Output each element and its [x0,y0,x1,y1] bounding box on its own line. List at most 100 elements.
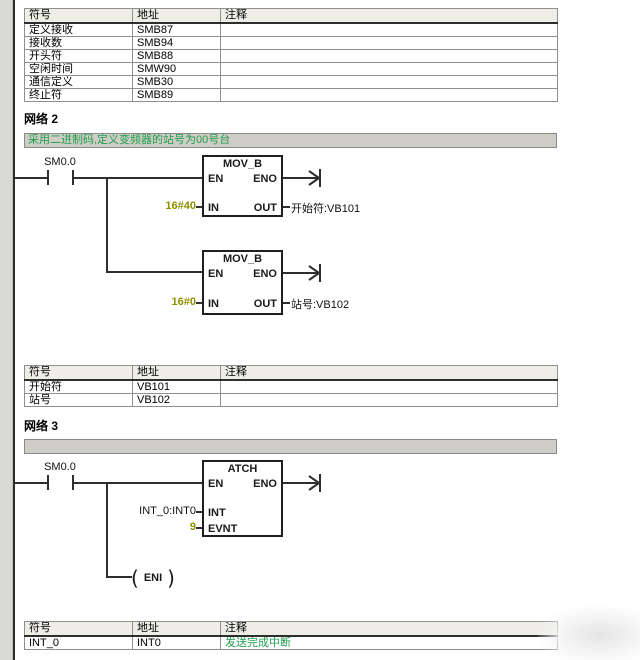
table-row: 终止符 SMB89 [24,87,558,102]
header-symbol[interactable]: 符号 [24,8,133,24]
symbol-table-3: 符号 地址 注释 INT_0 INT0 发送完成中断 [24,621,558,650]
symbol-cell[interactable]: 接收数 [24,35,133,50]
symbol-table-1: 符号 地址 注释 定义接收 SMB87 接收数 SMB94 开头符 SMB88 … [24,8,558,102]
comment-cell[interactable] [220,392,558,407]
address-cell[interactable]: SMB88 [132,48,221,63]
out-operand[interactable]: 开始符:VB101 [291,203,361,215]
int-operand[interactable]: INT_0:INT0 [139,505,196,517]
symbol-cell[interactable]: 通信定义 [24,74,133,89]
comment-cell[interactable] [220,48,558,63]
evnt-operand[interactable]: 9 [189,521,196,533]
eni-coil[interactable]: ( ENI ) [131,568,175,588]
header-address[interactable]: 地址 [132,8,221,24]
symbol-cell[interactable]: 定义接收 [24,22,133,37]
header-address[interactable]: 地址 [132,621,221,637]
contact-operand-label[interactable]: SM0.0 [44,156,76,168]
table-header-row: 符号 地址 注释 [24,365,558,381]
pin-int: INT [208,507,226,519]
contact-bar[interactable] [47,170,49,185]
in-operand[interactable]: 16#0 [171,296,196,308]
block-title: ATCH [227,463,258,475]
contact-bar[interactable] [72,475,74,490]
network-3-comment-bar[interactable] [24,439,557,454]
symbol-cell[interactable]: 终止符 [24,87,133,102]
out-operand[interactable]: 站号:VB102 [291,299,350,311]
network-3-title[interactable]: 网络 3 [24,419,59,433]
contact-bar[interactable] [47,475,49,490]
operand-connector [196,527,202,529]
branch-line [106,576,132,578]
pin-out: OUT [253,298,277,310]
branch-line [106,271,202,273]
comment-cell[interactable] [220,35,558,50]
block-title: MOV_B [222,158,263,170]
comment-cell[interactable] [220,22,558,37]
address-cell[interactable]: SMB94 [132,35,221,50]
rung-continuation-arrow-icon [283,474,321,492]
contact-operand-label[interactable]: SM0.0 [44,461,76,473]
pin-in: IN [208,202,219,214]
branch-line [106,482,108,578]
table-row: 接收数 SMB94 [24,35,558,50]
table-row: 通信定义 SMB30 [24,74,558,89]
address-cell[interactable]: SMB87 [132,22,221,37]
comment-cell[interactable] [220,87,558,102]
rung-line [14,482,47,484]
atch-block[interactable]: ATCH EN ENO INT EVNT [202,460,283,537]
pin-eno: ENO [253,268,277,280]
mov-b-block-2[interactable]: MOV_B EN ENO IN OUT [202,250,283,315]
operand-connector [283,302,290,304]
pin-en: EN [208,173,224,185]
in-operand[interactable]: 16#40 [165,200,196,212]
operand-connector [196,206,202,208]
comment-cell[interactable] [220,379,558,394]
symbol-cell[interactable]: INT_0 [24,635,133,650]
rung-line [74,482,202,484]
coil-left-paren: ( [131,566,139,590]
network-2-comment-bar[interactable]: 采用二进制码,定义变频器的站号为00号台 [24,133,557,148]
header-comment[interactable]: 注释 [220,365,558,381]
left-gutter [0,0,13,660]
rung-continuation-arrow-icon [283,169,321,187]
comment-cell[interactable] [220,61,558,76]
mov-b-block-1[interactable]: MOV_B EN ENO IN OUT [202,155,283,217]
table-row: 开始符 VB101 [24,379,558,394]
contact-bar[interactable] [72,170,74,185]
pin-en: EN [208,478,224,490]
header-comment[interactable]: 注释 [220,8,558,24]
address-cell[interactable]: SMB30 [132,74,221,89]
coil-right-paren: ) [167,566,175,590]
rung-line [14,177,47,179]
pin-en: EN [208,268,224,280]
header-symbol[interactable]: 符号 [24,621,133,637]
table-header-row: 符号 地址 注释 [24,621,558,637]
symbol-cell[interactable]: 开始符 [24,379,133,394]
table-row: 空闲时间 SMW90 [24,61,558,76]
branch-line [106,177,108,273]
address-cell[interactable]: VB102 [132,392,221,407]
address-cell[interactable]: SMB89 [132,87,221,102]
pin-in: IN [208,298,219,310]
symbol-cell[interactable]: 空闲时间 [24,61,133,76]
operand-connector [196,302,202,304]
rung-line [74,177,202,179]
header-address[interactable]: 地址 [132,365,221,381]
table-row: INT_0 INT0 发送完成中断 [24,635,558,650]
operand-connector [196,511,202,513]
comment-cell[interactable] [220,74,558,89]
pin-eno: ENO [253,173,277,185]
pin-eno: ENO [253,478,277,490]
network-2-title[interactable]: 网络 2 [24,112,59,126]
address-cell[interactable]: SMW90 [132,61,221,76]
rung-continuation-arrow-icon [283,264,321,282]
comment-cell[interactable]: 发送完成中断 [220,635,558,650]
address-cell[interactable]: VB101 [132,379,221,394]
block-title: MOV_B [222,253,263,265]
symbol-table-2: 符号 地址 注释 开始符 VB101 站号 VB102 [24,365,558,407]
address-cell[interactable]: INT0 [132,635,221,650]
header-symbol[interactable]: 符号 [24,365,133,381]
header-comment[interactable]: 注释 [220,621,558,637]
table-header-row: 符号 地址 注释 [24,8,558,24]
symbol-cell[interactable]: 开头符 [24,48,133,63]
symbol-cell[interactable]: 站号 [24,392,133,407]
